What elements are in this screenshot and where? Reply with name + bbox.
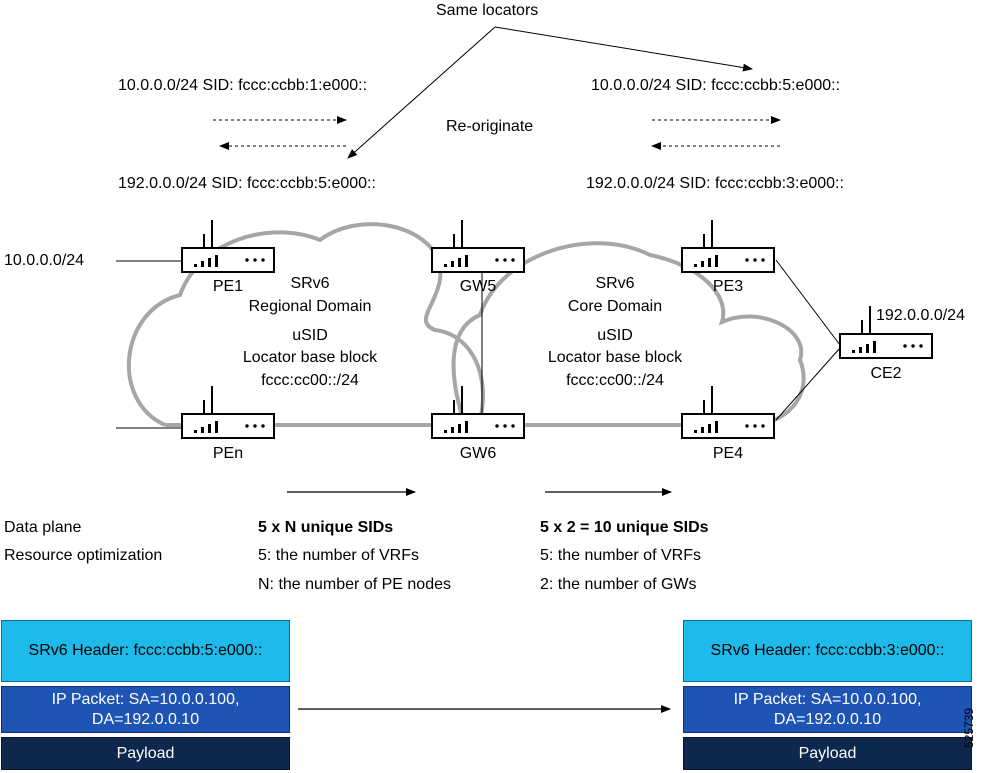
right-payload-text: Payload bbox=[798, 744, 857, 762]
prefix-right: 192.0.0.0/24 bbox=[876, 307, 965, 324]
right-srv6-header-text: SRv6 Header: fccc:ccbb:3:e000:: bbox=[710, 642, 945, 659]
regional-domain-line-2: Regional Domain bbox=[248, 298, 372, 315]
same-locators-arrow-right bbox=[494, 26, 753, 72]
left-route-1: 10.0.0.0/24 SID: fccc:ccbb:1:e000:: bbox=[118, 77, 368, 94]
left-payload-text: Payload bbox=[116, 744, 175, 762]
left-vrf-note: 5: the number of VRFs bbox=[258, 547, 419, 564]
left-ip-line-2: DA=192.0.0.10 bbox=[91, 710, 200, 728]
core-domain-line-5: fccc:cc00::/24 bbox=[566, 372, 664, 389]
data-plane-label: Data plane bbox=[4, 519, 82, 536]
left-payload: Payload bbox=[1, 737, 290, 770]
router-icon-pe4 bbox=[681, 385, 775, 439]
right-ip-packet: IP Packet: SA=10.0.0.100, DA=192.0.0.10 bbox=[683, 686, 972, 733]
right-sid-count: 5 x 2 = 10 unique SIDs bbox=[540, 519, 709, 536]
router-icon-pen bbox=[181, 385, 275, 439]
right-route-2: 192.0.0.0/24 SID: fccc:ccbb:3:e000:: bbox=[586, 175, 844, 192]
right-route-1: 10.0.0.0/24 SID: fccc:ccbb:5:e000:: bbox=[591, 77, 841, 94]
regional-domain-line-4: Locator base block bbox=[242, 349, 378, 366]
regional-domain-line-3: uSID bbox=[292, 327, 328, 344]
regional-domain-line-5: fccc:cc00::/24 bbox=[261, 372, 359, 389]
resource-optimization-label: Resource optimization bbox=[4, 547, 163, 564]
right-vrf-note: 5: the number of VRFs bbox=[540, 547, 701, 564]
core-domain-line-1: SRv6 bbox=[595, 275, 635, 292]
right-gw-note: 2: the number of GWs bbox=[540, 576, 697, 593]
left-ip-line-1: IP Packet: SA=10.0.0.100, bbox=[51, 690, 240, 708]
same-locators-label: Same locators bbox=[436, 2, 539, 19]
left-route-2: 192.0.0.0/24 SID: fccc:ccbb:5:e000:: bbox=[118, 175, 376, 192]
right-ip-line-1: IP Packet: SA=10.0.0.100, bbox=[733, 690, 922, 708]
left-srv6-header: SRv6 Header: fccc:ccbb:5:e000:: bbox=[1, 620, 290, 682]
core-domain-line-2: Core Domain bbox=[567, 298, 663, 315]
node-label-ce2: CE2 bbox=[870, 365, 902, 382]
core-domain-line-4: Locator base block bbox=[547, 349, 683, 366]
router-icon-pe3 bbox=[681, 219, 775, 273]
left-pe-note: N: the number of PE nodes bbox=[258, 576, 451, 593]
core-domain-line-3: uSID bbox=[597, 327, 633, 344]
router-icon-gw5 bbox=[431, 219, 525, 273]
regional-domain-line-1: SRv6 bbox=[290, 275, 330, 292]
link-pe4-ce2 bbox=[775, 347, 841, 421]
left-srv6-header-text: SRv6 Header: fccc:ccbb:5:e000:: bbox=[28, 642, 263, 659]
right-ip-line-2: DA=192.0.0.10 bbox=[773, 710, 882, 728]
router-icon-gw6 bbox=[431, 385, 525, 439]
node-label-pe4: PE4 bbox=[712, 445, 744, 462]
left-sid-count: 5 x N unique SIDs bbox=[258, 519, 394, 536]
node-label-pe3: PE3 bbox=[712, 278, 744, 295]
right-srv6-header: SRv6 Header: fccc:ccbb:3:e000:: bbox=[683, 620, 972, 682]
node-label-pen: PEn bbox=[212, 445, 244, 462]
prefix-left: 10.0.0.0/24 bbox=[4, 252, 85, 269]
link-pe3-ce2 bbox=[775, 259, 841, 346]
figure-id: 525739 bbox=[962, 707, 976, 748]
node-label-gw5: GW5 bbox=[459, 278, 497, 295]
right-payload: Payload bbox=[683, 737, 972, 770]
left-ip-packet: IP Packet: SA=10.0.0.100, DA=192.0.0.10 bbox=[1, 686, 290, 733]
node-label-pe1: PE1 bbox=[212, 278, 244, 295]
re-originate-label: Re-originate bbox=[446, 118, 534, 135]
same-locators-arrow-left bbox=[347, 26, 496, 159]
node-label-gw6: GW6 bbox=[459, 445, 497, 462]
regional-domain-cloud bbox=[126, 222, 485, 427]
